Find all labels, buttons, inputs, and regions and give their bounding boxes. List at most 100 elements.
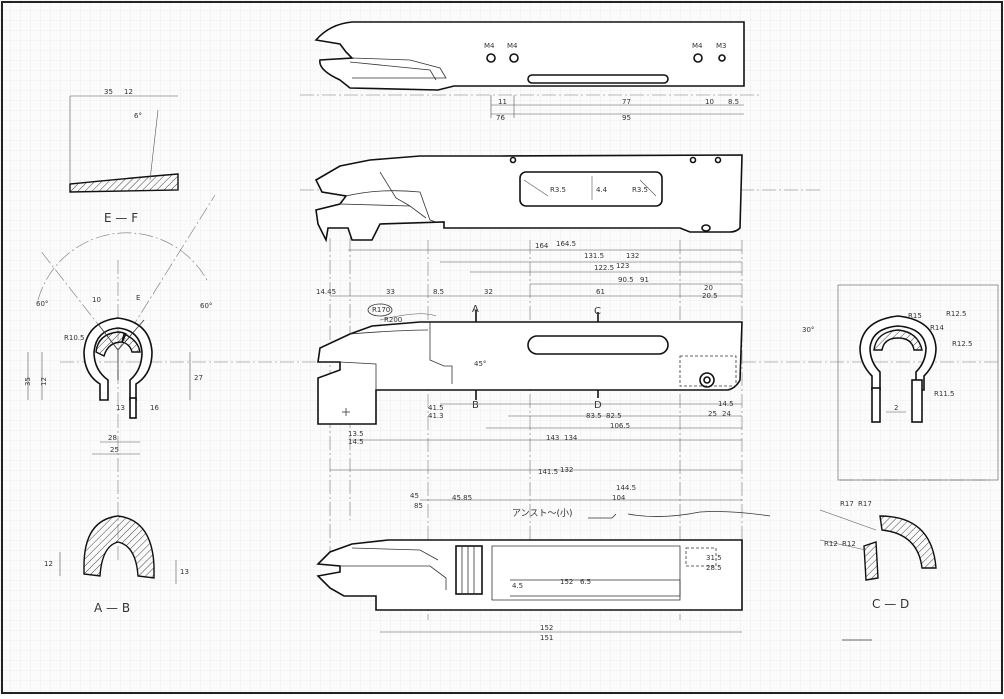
bottom-dim-31-5: 31.5 [706,554,722,562]
dim-20: 20 [704,284,713,292]
dim-91: 91 [640,276,649,284]
bottom-dim-small: 4.5 [512,582,523,590]
cd-dim-r17b: R17 [858,500,872,508]
elevation-hole-1 [509,156,517,164]
right-dim-r11-5: R11.5 [934,390,954,398]
end-dim-35: 35 [24,377,32,386]
slot-width: 4.4 [596,186,608,194]
bottom-dim-151: 151 [540,634,553,642]
dim-131-5: 131.5 [584,252,604,260]
dim-24: 24 [722,410,731,418]
ab-dim-13: 13 [180,568,189,576]
dim-76: 76 [496,114,505,122]
dim-164: 164 [535,242,549,250]
right-dim-r14: R14 [930,324,944,332]
note-45: 45° [474,360,486,368]
end-view-tab [129,397,137,419]
ef-dim-35: 35 [104,88,113,96]
right-dim-r12-5a: R12.5 [946,310,966,318]
end-dim-28: 28 [108,434,117,442]
top-slot [527,74,669,84]
dim-32: 32 [484,288,493,296]
mark-d: D [594,400,602,411]
hole-m4-3 [693,53,703,63]
elevation-pin [701,224,711,232]
right-dim-r15: R15 [908,312,922,320]
dim-33: 33 [386,288,395,296]
cd-view-label: C — D [872,597,909,611]
right-dim-2: 2 [894,404,898,412]
handwritten-note: アンスト〜(小) [512,508,572,519]
cd-dim-r12b: R12 [842,540,856,548]
top-view-outline [314,21,745,91]
hole-label-2: M4 [507,42,518,50]
dim-11: 11 [498,98,507,106]
dim-8-5b: 8.5 [433,288,444,296]
mark-b: B [472,400,479,411]
hole-m4-2 [509,53,519,63]
dim-83-5: 83.5 [586,412,602,420]
end-dim-10: 10 [92,296,101,304]
elevation-hole-3 [714,156,722,164]
bottom-outline [316,539,743,611]
dim-8-5: 8.5 [728,98,739,106]
ab-dim-12: 12 [44,560,53,568]
end-dim-25: 25 [110,446,119,454]
cd-section-right [879,515,937,569]
ef-view-label: E — F [104,211,138,225]
bottom-view: 4.5 152 6.5 アンスト〜(小) 45 45.85 85 104 144… [316,484,771,642]
side-pin-inner [703,376,711,384]
dim-20-5: 20.5 [702,292,718,300]
ef-dim-12: 12 [124,88,133,96]
cd-dim-r12a: R12 [824,540,838,548]
dim-77: 77 [622,98,631,106]
dim-134: 134 [564,434,578,442]
bottom-dim-152: 152 [540,624,553,632]
dim-143: 143 [546,434,559,442]
dim-14-5b: 14.5 [718,400,734,408]
cd-view: R17 R17 R12 R12 C — D [819,500,937,641]
note-r200: R200 [384,316,402,324]
dim-41-5: 41.5 [428,404,444,412]
mark-c: C [594,306,601,317]
dim-14-5: 14.5 [348,438,364,446]
ab-section [83,515,155,579]
ab-view: 12 13 A — B [44,515,189,615]
hole-label-4: M3 [716,42,727,50]
dim-122-5: 122.5 [594,264,614,272]
side-pocket [679,355,737,387]
end-view: 35 12 27 28 25 13 16 R10.5 10 E 60° 60° [24,294,212,455]
right-tab-right [911,379,923,423]
right-dim-r12-5b: R12.5 [952,340,972,348]
elevation-view: R3.5 R3.5 4.4 164 164.5 131.5 132 122.5 … [314,154,743,300]
dim-132b: 132 [560,466,573,474]
hole-label-3: M4 [692,42,703,50]
bottom-dim-28-5: 28.5 [706,564,722,572]
dim-164-5: 164.5 [556,240,576,248]
ab-view-label: A — B [94,601,130,615]
angle-60-right: 60° [200,302,212,310]
dim-132: 132 [626,252,639,260]
ef-view: 35 12 6° E — F [69,88,179,225]
bottom-dim-144-5: 144.5 [616,484,636,492]
dim-10: 10 [705,98,714,106]
cd-section-left [863,541,879,581]
dim-106-5: 106.5 [610,422,630,430]
end-dim-27: 27 [194,374,203,382]
bottom-block [455,545,483,595]
side-view: R170 R200 45° A B C D 41.5 41.3 13.5 14.… [317,303,743,476]
dim-82-5: 82.5 [606,412,622,420]
side-pin-outer [699,372,715,388]
hole-label-1: M4 [484,42,495,50]
end-dim-r10-5: R10.5 [64,334,84,342]
note-r170: R170 [372,306,390,314]
elevation-hole-2 [689,156,697,164]
bottom-dim-a: 152 [560,578,573,586]
dim-41-3: 41.3 [428,412,444,420]
dim-14-45: 14.45 [316,288,336,296]
mark-a: A [472,304,479,315]
elevation-outline [314,154,743,243]
